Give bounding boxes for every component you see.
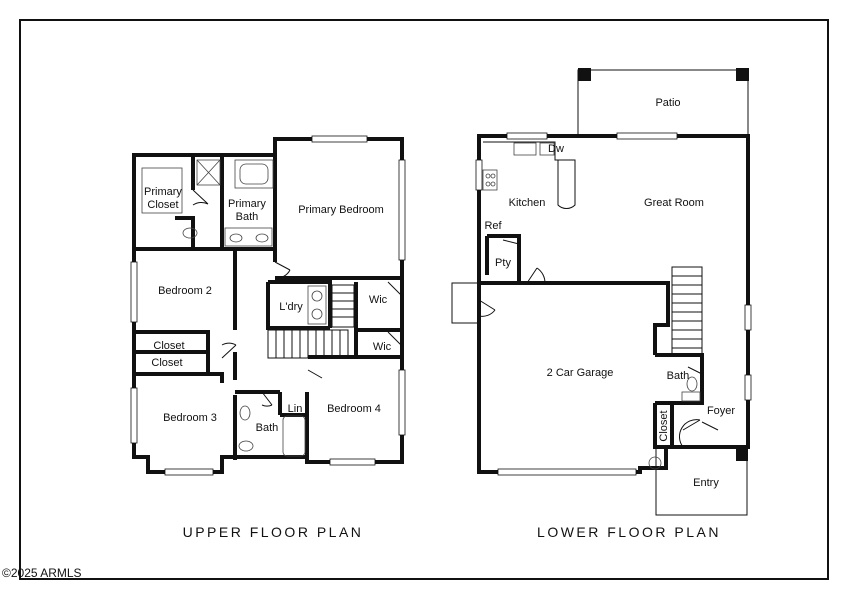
upper-bath-label: Bath xyxy=(256,422,279,434)
bedroom-4-label: Bedroom 4 xyxy=(327,403,381,415)
pantry-label: Pty xyxy=(495,257,511,269)
dishwasher-label: Dw xyxy=(548,143,564,155)
closet-b-label: Closet xyxy=(151,357,182,369)
closet-a-label: Closet xyxy=(153,340,184,352)
linen-label: Lin xyxy=(288,403,303,415)
lower-bath-label: Bath xyxy=(667,370,690,382)
lower-closet-label: Closet xyxy=(658,410,670,441)
upper-floor-title: UPPER FLOOR PLAN xyxy=(183,524,364,540)
lower-floor-plan xyxy=(451,68,752,516)
bedroom-3-label: Bedroom 3 xyxy=(163,412,217,424)
copyright-text: ©2025 ARMLS xyxy=(2,566,82,580)
foyer-label: Foyer xyxy=(707,405,735,417)
wic-upper-label: Wic xyxy=(369,294,388,306)
lower-floor-title: LOWER FLOOR PLAN xyxy=(537,524,721,540)
refrigerator-label: Ref xyxy=(484,220,502,232)
page-border xyxy=(19,19,829,580)
primary-closet-label-1: Primary xyxy=(144,186,182,198)
kitchen-label: Kitchen xyxy=(509,197,546,209)
primary-bath-label-2: Bath xyxy=(236,211,259,223)
primary-bath-label-1: Primary xyxy=(228,198,266,210)
great-room-label: Great Room xyxy=(644,197,704,209)
entry-label: Entry xyxy=(693,477,719,489)
primary-bedroom-label: Primary Bedroom xyxy=(298,204,384,216)
laundry-label: L'dry xyxy=(279,301,303,313)
garage-label: 2 Car Garage xyxy=(547,367,614,379)
wic-lower-label: Wic xyxy=(373,341,392,353)
upper-floor-plan xyxy=(130,135,406,476)
bedroom-2-label: Bedroom 2 xyxy=(158,285,212,297)
patio-label: Patio xyxy=(655,97,680,109)
primary-closet-label-2: Closet xyxy=(147,199,178,211)
